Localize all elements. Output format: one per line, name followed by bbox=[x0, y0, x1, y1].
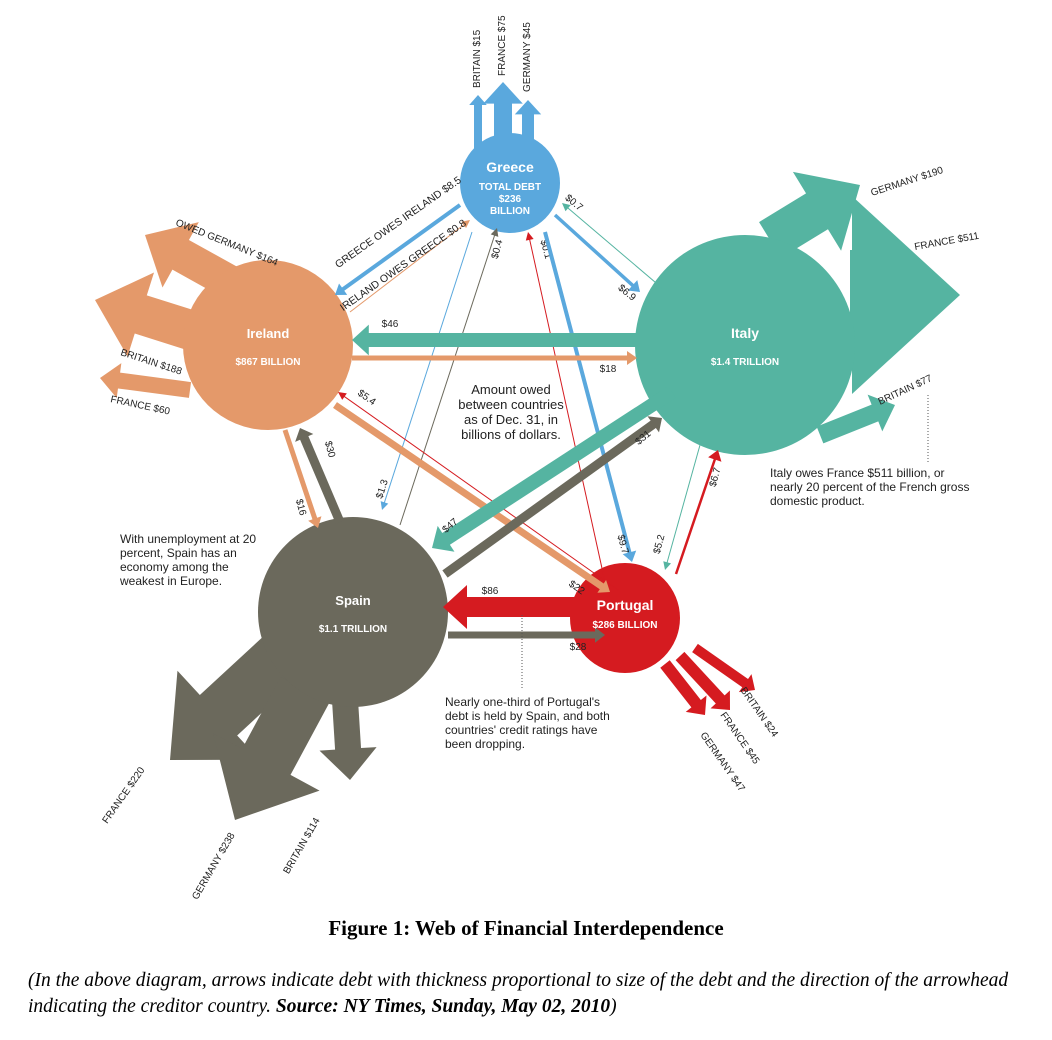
flow-label: $46 bbox=[382, 319, 399, 330]
arrow-italy-to-germany bbox=[759, 171, 860, 258]
flow-label: GREECE OWES IRELAND $8.5 bbox=[333, 174, 464, 271]
arrow-ireland-to-britain bbox=[95, 272, 197, 357]
portugal-debt: $286 BILLION bbox=[592, 620, 657, 631]
greece-debt-line1: TOTAL DEBT bbox=[479, 182, 541, 193]
external-label: GERMANY $45 bbox=[522, 22, 533, 92]
annotation-italy: Italy owes France $511 billion, or nearl… bbox=[770, 466, 970, 508]
external-label: FRANCE $75 bbox=[497, 15, 508, 76]
arrow-portugal-to-greece-head bbox=[525, 232, 534, 241]
arrow-spain-to-portugal bbox=[448, 627, 605, 643]
arrow-spain-to-ireland bbox=[295, 428, 345, 524]
flow-label: $28 bbox=[570, 642, 587, 653]
note-text: (In the above diagram, arrows indicate d… bbox=[28, 970, 1009, 1017]
annotation-center: Amount owed between countries as of Dec.… bbox=[458, 382, 564, 442]
flow-label: $5.4 bbox=[355, 388, 378, 408]
flow-label: $30 bbox=[322, 440, 337, 459]
arrow-spain-to-italy bbox=[442, 416, 662, 578]
external-label: BRITAIN $114 bbox=[282, 816, 323, 876]
arrow-portugal-to-greece bbox=[529, 238, 606, 583]
portugal-name: Portugal bbox=[597, 597, 654, 613]
greece-name: Greece bbox=[486, 159, 534, 175]
external-label: BRITAIN $188 bbox=[119, 347, 183, 377]
greece-debt-line2: $236 bbox=[499, 194, 522, 205]
annotation-spain: With unemployment at 20 percent, Spain h… bbox=[120, 532, 257, 588]
flow-label: $18 bbox=[600, 364, 617, 375]
external-label: GERMANY $190 bbox=[870, 165, 946, 199]
ireland-name: Ireland bbox=[247, 326, 290, 341]
arrow-portugal-to-britain bbox=[692, 643, 755, 693]
flow-label: $16 bbox=[293, 498, 308, 517]
arrow-ireland-to-france bbox=[100, 363, 192, 398]
arrow-italy-to-ireland bbox=[352, 324, 640, 356]
external-label: BRITAIN $15 bbox=[472, 29, 483, 88]
arrow-ireland-to-greece bbox=[349, 223, 465, 313]
arrow-greece-to-spain bbox=[383, 231, 473, 504]
external-label: GERMANY $238 bbox=[190, 831, 237, 900]
spain-debt: $1.1 TRILLION bbox=[319, 624, 387, 635]
arrow-ireland-to-greece-head bbox=[461, 220, 470, 229]
external-label: FRANCE $511 bbox=[914, 231, 981, 253]
arrow-italy-to-spain bbox=[432, 386, 676, 552]
ireland-debt: $867 BILLION bbox=[235, 357, 300, 368]
node-spain bbox=[258, 517, 448, 707]
arrow-greece-to-britain bbox=[469, 95, 487, 150]
arrow-italy-to-france bbox=[850, 196, 960, 394]
arrow-greece-to-ireland bbox=[335, 203, 462, 295]
arrow-italy-to-britain bbox=[816, 394, 895, 444]
note-close: ) bbox=[610, 996, 617, 1017]
annotation-portugal: Nearly one-third of Portugal's debt is h… bbox=[445, 695, 610, 751]
arrow-italy-to-portugal bbox=[666, 444, 701, 564]
node-ireland bbox=[183, 260, 353, 430]
arrow-portugal-to-ireland-head bbox=[338, 392, 347, 400]
node-greece bbox=[460, 133, 560, 233]
arrow-portugal-to-germany bbox=[660, 660, 707, 715]
arrow-greece-to-italy bbox=[553, 213, 640, 292]
arrow-spain-to-greece-head bbox=[490, 228, 499, 237]
arrow-ireland-to-italy bbox=[352, 351, 637, 365]
arrow-portugal-to-spain bbox=[443, 585, 615, 629]
arrow-spain-to-greece bbox=[399, 234, 496, 526]
flow-label: $5.2 bbox=[652, 533, 668, 555]
external-label: BRITAIN $24 bbox=[738, 685, 781, 739]
arrow-italy-to-greece-head bbox=[562, 203, 571, 212]
node-italy bbox=[635, 235, 855, 455]
flow-label: $86 bbox=[482, 586, 499, 597]
flow-label: IRELAND OWES GREECE $0.8 bbox=[338, 217, 469, 314]
note-source: Source: NY Times, Sunday, May 02, 2010 bbox=[275, 996, 611, 1017]
flow-label: $6.7 bbox=[708, 466, 724, 488]
spain-name: Spain bbox=[335, 593, 370, 608]
external-label: FRANCE $60 bbox=[109, 394, 171, 417]
node-portugal bbox=[570, 563, 680, 673]
arrow-greece-to-germany bbox=[514, 100, 542, 150]
italy-name: Italy bbox=[731, 325, 759, 341]
arrow-portugal-to-ireland bbox=[343, 395, 619, 591]
figure-note: (In the above diagram, arrows indicate d… bbox=[28, 968, 1028, 1020]
italy-debt: $1.4 TRILLION bbox=[711, 357, 779, 368]
arrow-ireland-to-spain bbox=[282, 429, 322, 528]
figure-caption: Figure 1: Web of Financial Interdependen… bbox=[328, 916, 724, 940]
arrow-greece-to-france bbox=[483, 82, 523, 150]
arrow-ireland-to-portugal bbox=[333, 402, 610, 593]
external-label: BRITAIN $77 bbox=[877, 373, 935, 408]
flow-label: $9.7 bbox=[615, 534, 631, 556]
arrow-greece-to-spain-head bbox=[380, 501, 389, 510]
arrow-italy-to-greece bbox=[567, 207, 663, 289]
arrow-spain-to-britain bbox=[319, 699, 377, 780]
arrow-portugal-to-italy bbox=[674, 450, 722, 575]
arrow-spain-to-germany bbox=[213, 676, 330, 820]
arrow-portugal-to-france bbox=[675, 651, 730, 710]
arrow-italy-to-portugal-head bbox=[663, 561, 672, 570]
arrow-greece-to-portugal bbox=[543, 231, 637, 562]
greece-debt-line3: BILLION bbox=[490, 206, 530, 217]
external-label: FRANCE $220 bbox=[101, 765, 148, 826]
flow-label: $0.4 bbox=[490, 238, 506, 260]
